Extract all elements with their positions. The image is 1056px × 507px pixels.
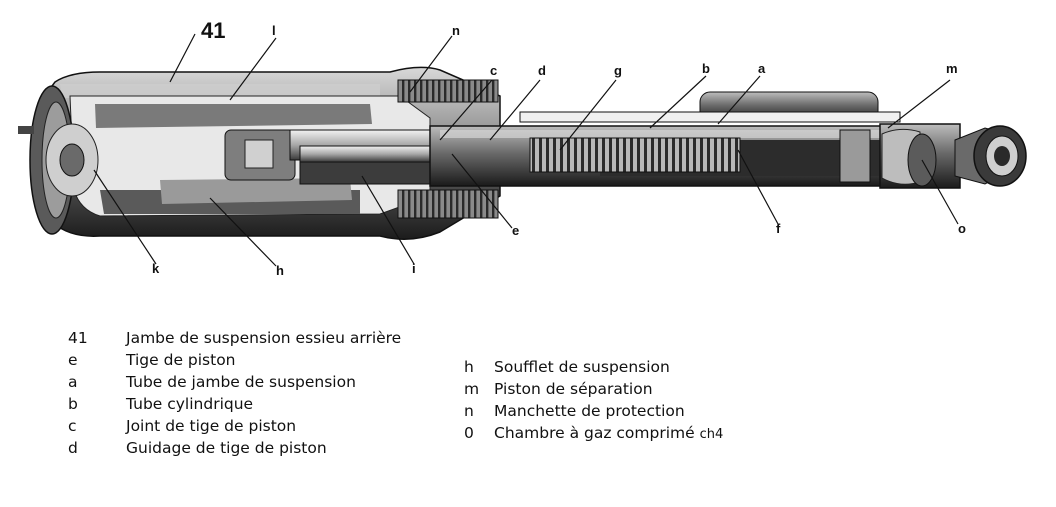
- callout-b: b: [702, 61, 710, 76]
- legend-left: 41 Jambe de suspension essieu arrière e Ti…: [68, 327, 468, 467]
- callout-i: i: [412, 261, 416, 276]
- legend-suffix: ch4: [699, 427, 724, 442]
- legend-key: e: [68, 351, 78, 369]
- callout-l: l: [272, 23, 276, 38]
- legend-right: h Soufflet de suspension m Piston de sépar…: [464, 356, 784, 448]
- gas-chamber-housing: [879, 123, 961, 189]
- legend-text: Tige de piston: [126, 351, 236, 369]
- callout-o: o: [958, 221, 966, 236]
- separation-piston: [839, 129, 871, 183]
- legend-key: a: [68, 373, 78, 391]
- rebound-spring: [529, 137, 741, 173]
- legend-text: Guidage de tige de piston: [126, 439, 327, 457]
- legend-key: 0: [464, 424, 474, 442]
- callout-g: g: [614, 63, 622, 78]
- legend-text: Tube de jambe de suspension: [126, 373, 356, 391]
- legend-text: Piston de séparation: [494, 380, 653, 398]
- figure-number: 41: [201, 18, 226, 43]
- legend-text: Manchette de protection: [494, 402, 685, 420]
- strut-tube: [519, 91, 901, 123]
- legend-key: d: [68, 439, 78, 457]
- strut-top-mount: [18, 85, 99, 235]
- lower-eye-bushing: [954, 125, 1027, 187]
- legend-key: b: [68, 395, 78, 413]
- legend-text: Tube cylindrique: [126, 395, 254, 413]
- callout-d: d: [538, 63, 546, 78]
- legend-text: Soufflet de suspension: [494, 358, 670, 376]
- strut-cutaway-illustration: [18, 33, 1027, 267]
- callout-f: f: [776, 221, 781, 236]
- callout-n: n: [452, 23, 460, 38]
- callout-c: c: [490, 63, 498, 78]
- callout-a: a: [758, 61, 766, 76]
- legend-key: m: [464, 380, 480, 398]
- callout-k: k: [152, 261, 160, 276]
- callout-m: m: [946, 61, 958, 76]
- legend-key: n: [464, 402, 474, 420]
- callout-h: h: [276, 263, 284, 278]
- legend-key: 41: [68, 329, 88, 347]
- legend-text: Chambre à gaz comprimé: [494, 424, 695, 442]
- callout-e: e: [512, 223, 520, 238]
- legend-key: h: [464, 358, 474, 376]
- protective-sleeve: [397, 79, 499, 219]
- legend-text: Joint de tige de piston: [126, 417, 297, 435]
- legend-key: c: [68, 417, 77, 435]
- legend-text: Jambe de suspension essieu arrière: [126, 329, 402, 347]
- callout-leader-lines: [93, 33, 959, 267]
